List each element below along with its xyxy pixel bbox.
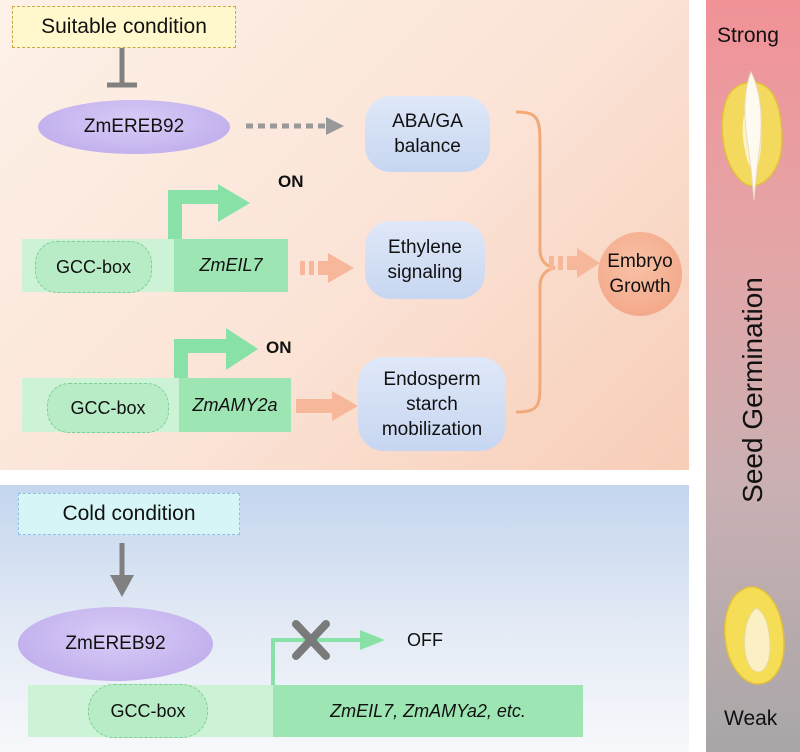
- gcc-box-element: GCC-box: [35, 241, 152, 293]
- endosperm-effect-arrow: [296, 391, 358, 421]
- block-cross-icon: [292, 620, 330, 660]
- zmamy2a-on-label: ON: [266, 338, 292, 357]
- targets-bracket: [515, 110, 556, 414]
- inhibition-arrow: [107, 47, 137, 88]
- zmamy2a-on-arrow: [174, 328, 258, 378]
- gcc-box-element: GCC-box: [47, 383, 169, 433]
- endosperm-starch-label: Endosperm starch mobilization: [381, 368, 483, 440]
- embryo-effect-arrow: [549, 248, 600, 278]
- off-label: OFF: [407, 630, 443, 650]
- zmereb92-protein: ZmEREB92: [38, 100, 230, 154]
- zmeil7-on-label: ON: [278, 172, 304, 191]
- zmamy2a-gene: ZmAMY2a: [179, 378, 291, 432]
- gcc-box-element: GCC-box: [88, 684, 208, 738]
- ethylene-signaling-box: Ethylene signaling: [365, 221, 485, 299]
- suitable-condition-label: Suitable condition: [12, 6, 236, 48]
- embryo-growth-node: Embryo Growth: [598, 232, 682, 316]
- cold-condition-label: Cold condition: [18, 493, 240, 535]
- ethylene-signaling-label: Ethylene signaling: [387, 237, 463, 283]
- embryo-growth-label: Embryo Growth: [607, 251, 673, 297]
- zmereb92-protein-bound: ZmEREB92: [18, 607, 213, 681]
- endosperm-starch-box: Endosperm starch mobilization: [358, 357, 506, 451]
- cold-activation-arrow: [110, 543, 134, 597]
- seed-germination-title: Seed Germination: [737, 277, 768, 503]
- repressed-genes: ZmEIL7, ZmAMYa2, etc.: [273, 685, 583, 737]
- weak-label: Weak: [724, 707, 778, 730]
- germinating-seed-icon: [721, 70, 783, 201]
- strong-label: Strong: [717, 24, 779, 47]
- aba-ga-balance-box: ABA/GA balance: [365, 96, 490, 172]
- ethylene-effect-arrow: [300, 253, 354, 283]
- aba-ga-balance-label: ABA/GA balance: [392, 111, 463, 157]
- dashed-gray-arrow: [246, 117, 344, 135]
- dormant-seed-icon: [724, 586, 785, 685]
- zmeil7-gene: ZmEIL7: [174, 239, 288, 292]
- off-arrow: [271, 630, 385, 685]
- zmeil7-on-arrow: [168, 184, 250, 239]
